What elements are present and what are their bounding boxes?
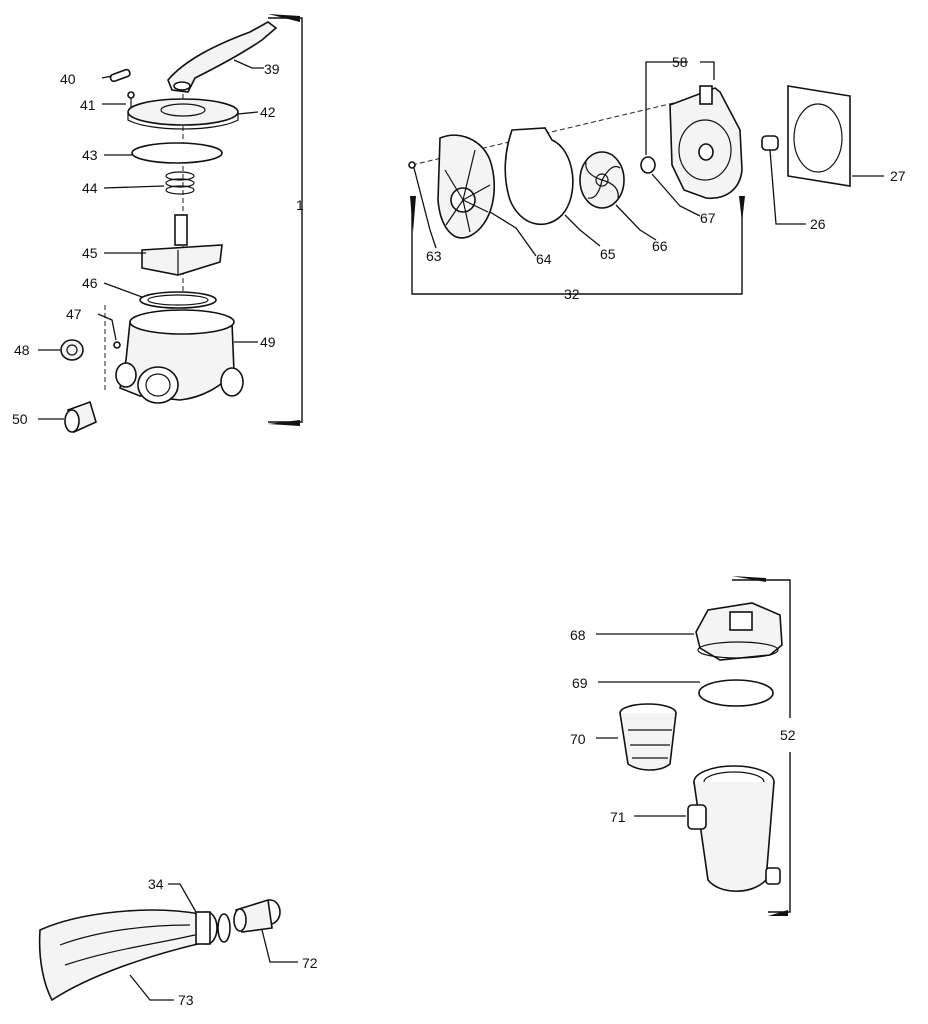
part-63-screw [408,161,416,169]
callout-65: 65 [600,246,616,262]
callout-67: 67 [700,210,716,226]
callout-47: 47 [66,306,82,322]
part-40-pin [109,68,131,83]
callout-labels: 39 40 41 42 43 44 45 46 47 48 49 50 1 58… [12,54,906,1008]
callout-39: 39 [264,61,280,77]
part-66-impeller [579,151,625,209]
callout-49: 49 [260,334,276,350]
part-46-gasket [139,291,217,309]
valve-assembly [38,14,303,434]
callout-66: 66 [652,238,668,254]
callout-41: 41 [80,97,96,113]
part-50-fitting [64,400,97,434]
callout-69: 69 [572,675,588,691]
callout-64: 64 [536,251,552,267]
part-26-plug [761,135,779,151]
callout-44: 44 [82,180,98,196]
callout-73: 73 [178,992,194,1008]
callout-34: 34 [148,876,164,892]
part-45-rotor [141,214,223,276]
part-68-lid [695,602,783,661]
pump-assembly [408,61,884,295]
callout-27: 27 [890,168,906,184]
part-70-basket [619,703,677,771]
callout-26: 26 [810,216,826,232]
part-39-handle [167,21,278,93]
part-73-bag [38,909,207,1002]
callout-43: 43 [82,147,98,163]
callout-46: 46 [82,275,98,291]
strainer-assembly [596,576,791,916]
callout-45: 45 [82,245,98,261]
part-34-collar [195,911,231,945]
callout-1: 1 [296,197,304,213]
part-67-nut [640,156,656,174]
part-65-gasket [504,127,574,226]
part-41-screw [127,91,135,112]
callout-70: 70 [570,731,586,747]
callout-68: 68 [570,627,586,643]
part-27-gasket-plate [787,85,851,187]
callout-58: 58 [672,54,688,70]
callout-63: 63 [426,248,442,264]
callout-52: 52 [780,727,796,743]
part-58-pump-housing [669,85,743,199]
part-42-cover [127,98,239,130]
part-48-plug [60,339,84,361]
callout-32: 32 [564,286,580,302]
callout-48: 48 [14,342,30,358]
part-71-pot [687,765,781,892]
callout-50: 50 [12,411,28,427]
part-49-valve-body [115,309,244,404]
callout-72: 72 [302,955,318,971]
part-69-o-ring [698,679,774,707]
callout-71: 71 [610,809,626,825]
part-47-screw [113,341,121,349]
callout-42: 42 [260,104,276,120]
part-44-spring [165,171,195,195]
part-72-fitting [233,898,281,933]
part-64-seal-plate [437,134,496,239]
part-43-gasket [131,142,223,164]
callout-40: 40 [60,71,76,87]
bag-assembly [38,883,298,1002]
